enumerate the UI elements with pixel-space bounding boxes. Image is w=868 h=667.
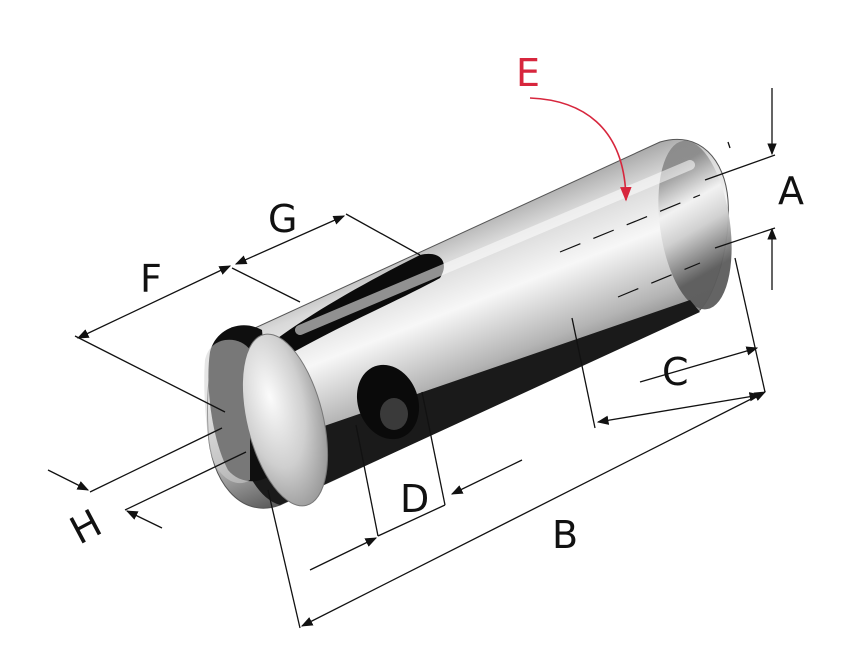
label-A: A: [778, 169, 804, 213]
pin-body: [204, 138, 732, 509]
dim-G-extension-left: [231, 267, 301, 303]
dim-G-extension-right: [345, 213, 421, 256]
label-D: D: [400, 477, 429, 521]
label-H: H: [63, 501, 109, 553]
dim-H-extension-bottom: [124, 451, 247, 511]
fork-ring: [204, 339, 250, 484]
dim-C-extension-right: [734, 257, 766, 393]
cross-hole-inner: [380, 398, 408, 430]
dim-D-line-right: [450, 459, 523, 495]
dimension-A: [704, 88, 777, 290]
right-end-cap: [658, 140, 732, 310]
label-E: E: [516, 51, 540, 95]
dim-F-line: [76, 265, 232, 339]
dim-D-extension-left: [355, 424, 379, 537]
dim-B-extension-left: [267, 489, 301, 629]
dim-A-extension-top: [704, 154, 776, 181]
dim-H-extension-top: [89, 427, 223, 493]
label-C: C: [662, 350, 689, 394]
dim-G-line: [234, 215, 346, 265]
dimension-F-G: [74, 213, 421, 413]
dim-D-line-left: [309, 537, 378, 571]
callout-E-arrow: [529, 97, 632, 202]
label-F: F: [140, 257, 162, 301]
dim-D-extension-right: [421, 391, 446, 506]
hidden-bore: [559, 194, 701, 298]
dimension-B: [267, 391, 767, 629]
dim-H-arrow-right: [125, 510, 163, 529]
dim-F-extension-left: [74, 335, 226, 413]
dim-A-tick: [727, 141, 731, 149]
dim-H-arrow-left: [47, 469, 90, 491]
dim-D-baseline: [377, 504, 446, 537]
bore-line-bottom: [617, 262, 701, 298]
dimension-D: [309, 391, 523, 571]
dim-B-line: [300, 391, 767, 627]
dim-C-line-upper: [639, 346, 759, 383]
dimension-H: [47, 427, 247, 529]
label-B: B: [552, 513, 578, 557]
bore-line-top: [559, 194, 701, 253]
label-G: G: [268, 197, 297, 241]
dim-C-line: [596, 392, 762, 425]
dim-A-extension-bottom: [714, 227, 776, 249]
